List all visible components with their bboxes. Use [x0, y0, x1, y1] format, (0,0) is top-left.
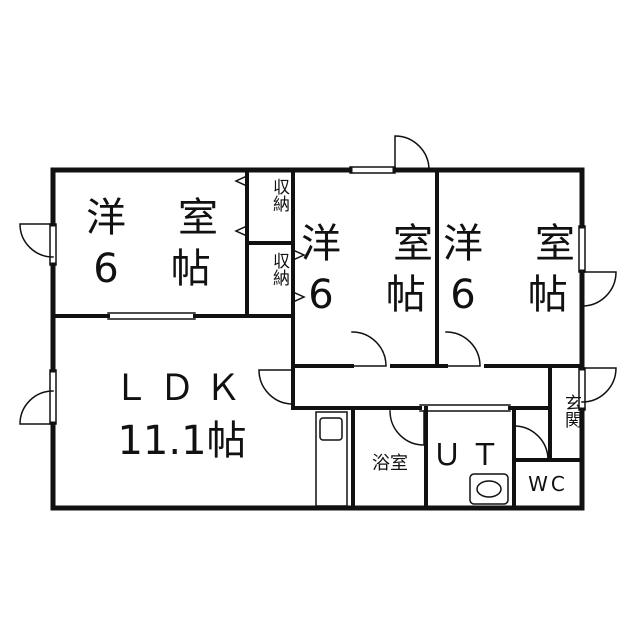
room-western-2-name: 洋 室	[301, 221, 439, 267]
room-western-3-size: 6 帖	[450, 272, 574, 318]
room-western-2-size: 6 帖	[308, 272, 432, 318]
interior-walls	[51, 168, 584, 510]
room-western-3-name: 洋 室	[443, 221, 581, 267]
kitchen-counter	[315, 411, 348, 507]
storage-2-label: 収納	[269, 252, 289, 286]
storage-1-label: 収納	[269, 178, 289, 212]
room-western-1-name: 洋 室	[86, 195, 224, 241]
windows	[49, 166, 586, 425]
doors	[19, 135, 617, 461]
room-utility-label: ＵＴ	[432, 438, 508, 473]
room-ldk-size: 11.1帖	[117, 418, 247, 464]
room-western-1-size: 6 帖	[93, 246, 217, 292]
entrance-label: 玄関	[561, 394, 581, 428]
wash-basin	[469, 473, 509, 505]
room-bath-label: 浴室	[372, 453, 408, 474]
room-ldk-name: ＬＤＫ	[112, 368, 251, 409]
room-wc-label: WC	[528, 472, 568, 496]
